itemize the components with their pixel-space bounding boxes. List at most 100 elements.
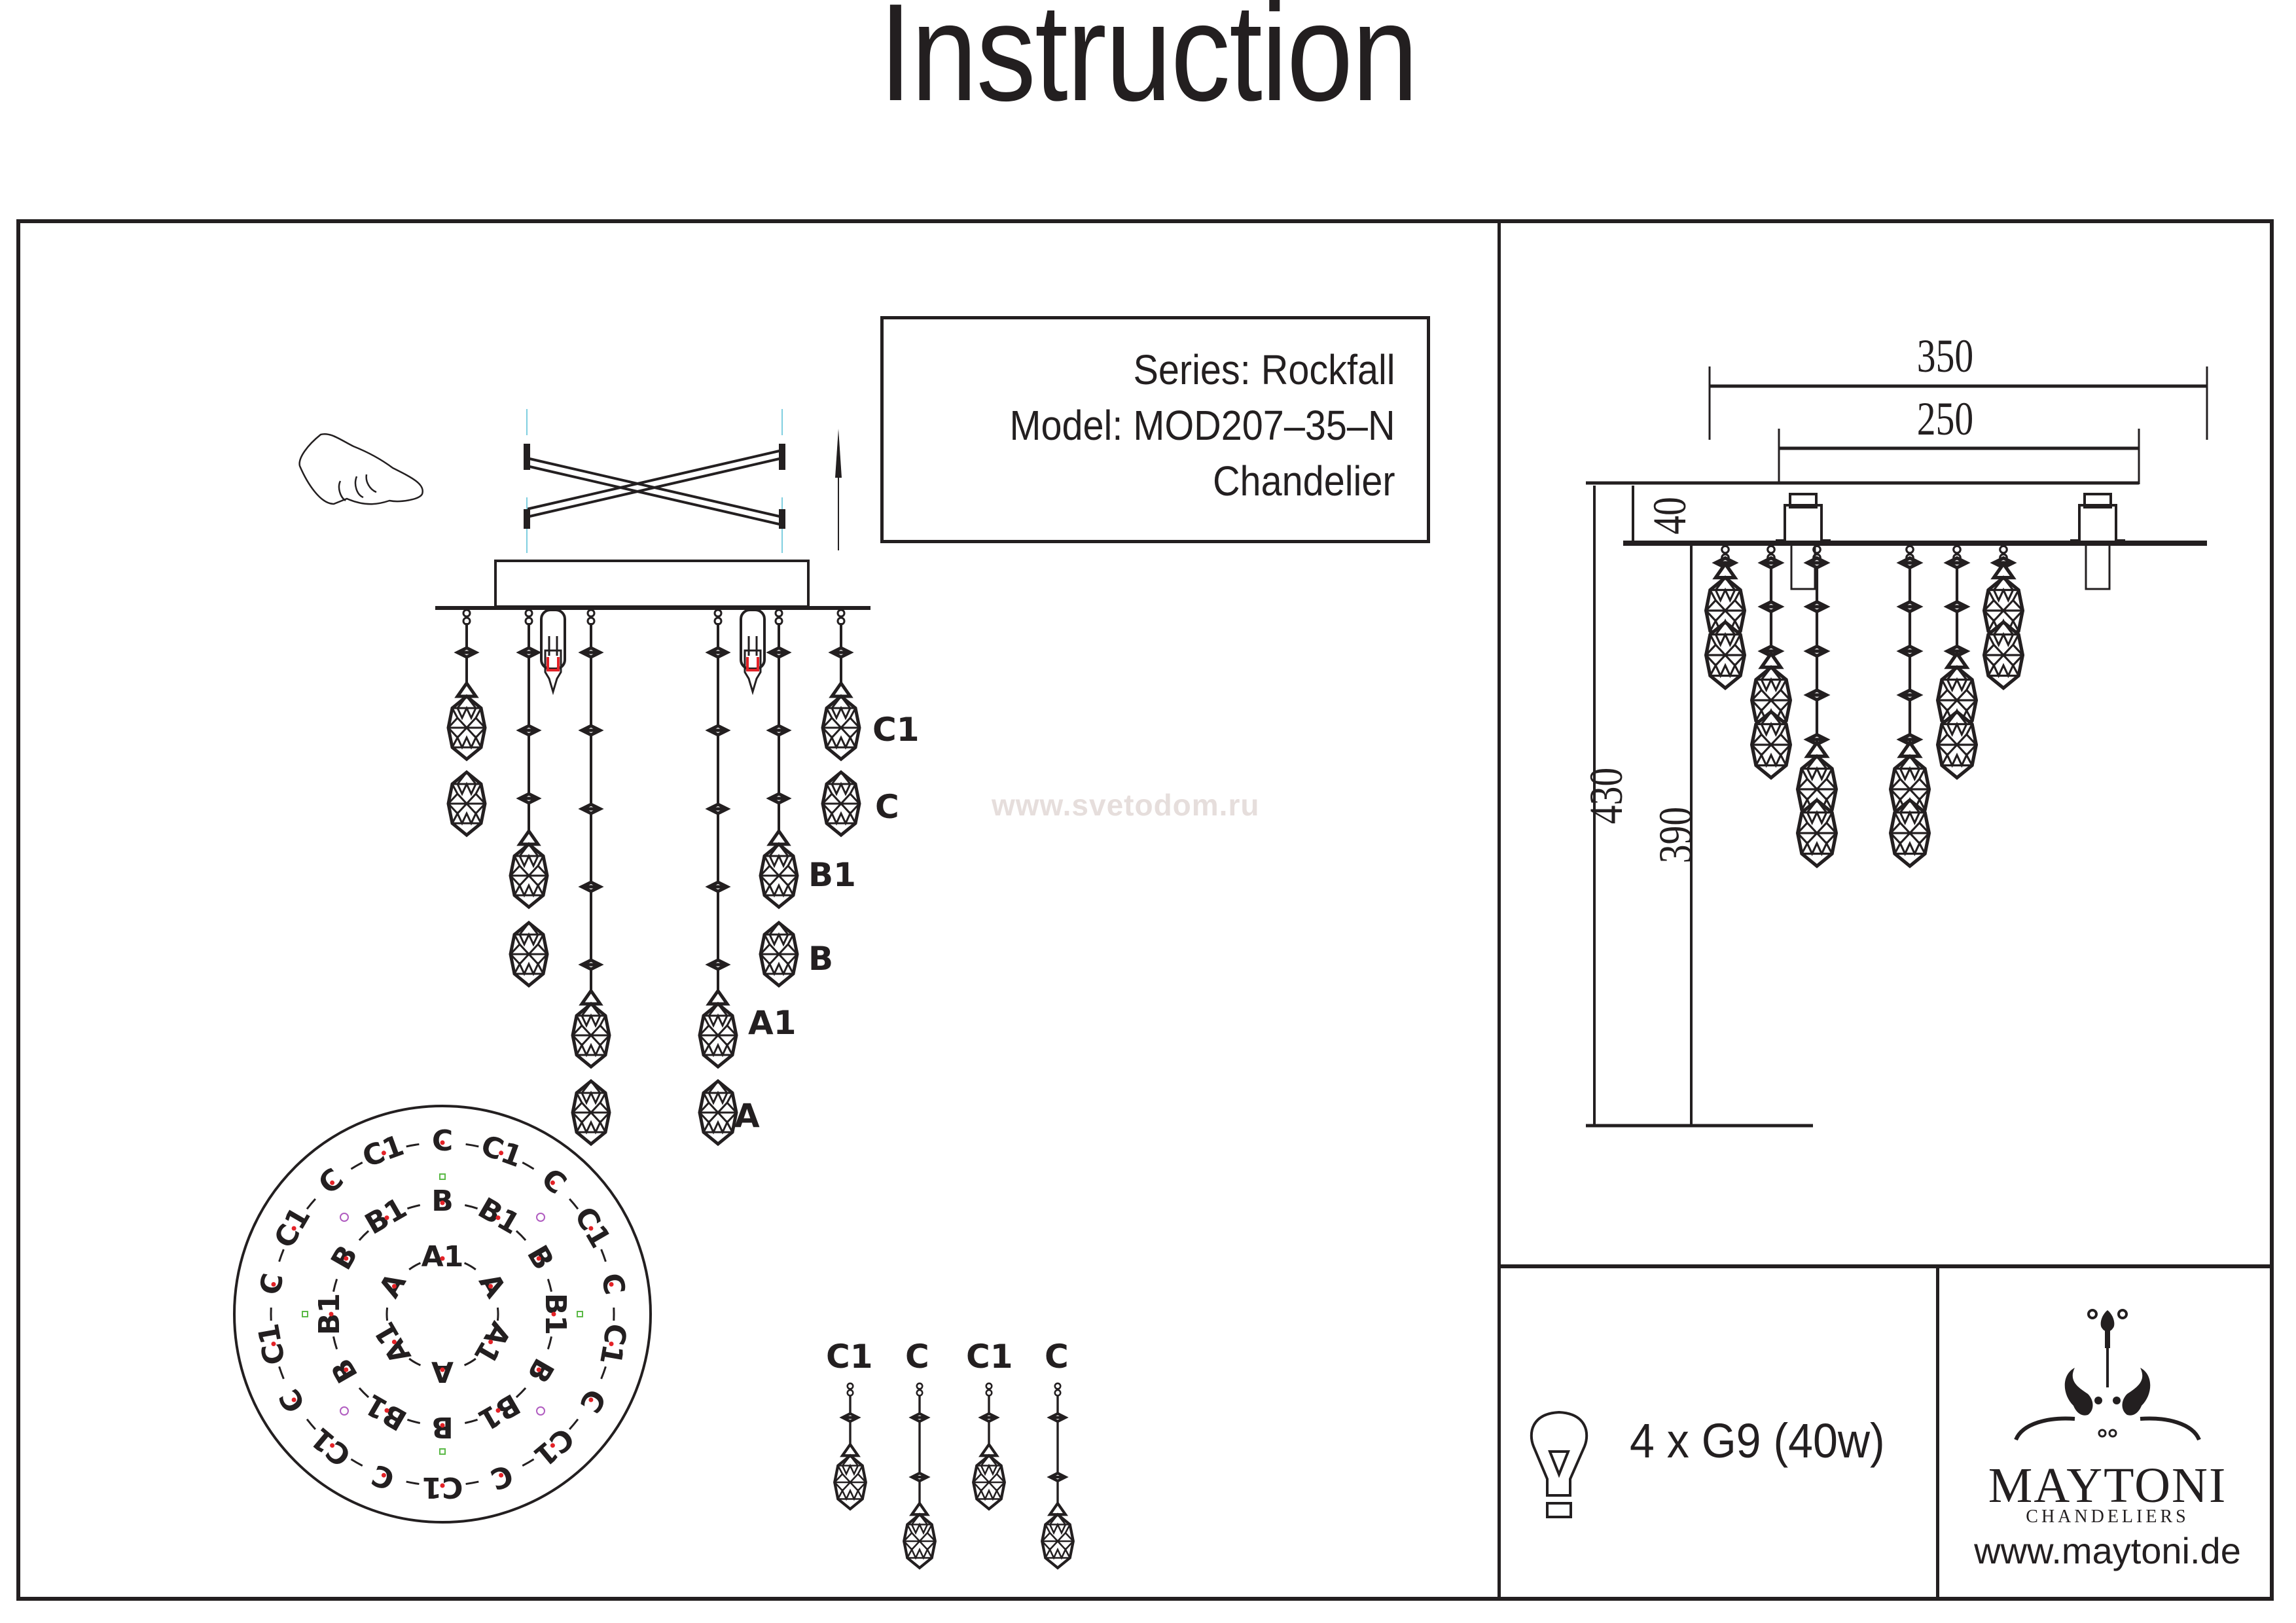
crystal: [834, 1455, 866, 1509]
canopy-box: [494, 560, 810, 608]
position-dot: [488, 1340, 493, 1344]
bead: [582, 648, 600, 657]
socket-bracket: [2070, 504, 2125, 542]
bead: [582, 726, 600, 735]
bead: [709, 882, 727, 891]
g9-bulb: [744, 649, 762, 696]
position-dot: [291, 1397, 296, 1402]
ring-connector: [600, 1366, 607, 1380]
position-dot: [440, 1256, 445, 1261]
screw: [524, 444, 530, 470]
ring-connector: [278, 1249, 285, 1262]
position-dot: [499, 1472, 504, 1478]
crystal: [973, 1455, 1005, 1509]
drawing-frame: [16, 219, 2274, 1601]
screw: [524, 509, 530, 529]
bead: [842, 1414, 858, 1421]
ring-connector: [358, 1230, 370, 1241]
hook: [774, 609, 783, 626]
bead: [832, 648, 850, 657]
ring-connector: [332, 1278, 338, 1293]
crystal: [511, 844, 547, 907]
position-dot: [291, 1226, 296, 1231]
ring-connector: [522, 1161, 535, 1170]
marker-square: [577, 1311, 583, 1317]
marker-circle: [340, 1406, 349, 1416]
crystal: [761, 923, 797, 986]
crystal: [823, 696, 859, 759]
bead: [520, 794, 538, 803]
brand-url[interactable]: www.maytoni.de: [1974, 1530, 2241, 1571]
position-dot: [588, 1397, 594, 1402]
bead: [1807, 690, 1826, 700]
front-label-c1: C1: [872, 711, 920, 749]
g9-bulb: [544, 649, 562, 696]
position-dot: [499, 1150, 504, 1156]
marker-circle: [536, 1213, 545, 1222]
position-dot: [495, 1215, 501, 1221]
panel-divider-vertical: [1498, 219, 1501, 1601]
ring-connector: [496, 1307, 499, 1321]
hook: [462, 609, 471, 626]
bead: [1050, 1473, 1066, 1481]
ring-connector: [406, 1480, 420, 1486]
detail-label-c1-2: C1: [966, 1338, 1013, 1376]
crystal: [448, 696, 485, 759]
position-dot: [551, 1311, 556, 1317]
front-label-a: A: [734, 1097, 760, 1135]
position-dot: [440, 1200, 445, 1205]
position-dot: [536, 1256, 541, 1261]
ring-connector: [406, 1418, 421, 1424]
ring-connector: [350, 1161, 363, 1170]
position-dot: [609, 1341, 614, 1346]
marker-circle: [340, 1213, 349, 1222]
panel-divider-horizontal: [1498, 1264, 2274, 1268]
ring-connector: [463, 1357, 476, 1366]
crystal: [1891, 800, 1929, 866]
bead: [1761, 558, 1780, 568]
crystal: [511, 923, 547, 986]
marker-square: [439, 1448, 446, 1455]
front-label-a1: A1: [748, 1004, 797, 1042]
brand-name: MAYTONI: [1988, 1458, 2227, 1513]
detail-label-c1-1: C1: [826, 1338, 873, 1376]
ring-connector: [569, 1418, 579, 1430]
ring-connector: [406, 1204, 421, 1210]
type-label: Chandelier: [1213, 457, 1395, 505]
bead: [709, 960, 727, 969]
ring-connector: [306, 1198, 316, 1210]
position-dot: [381, 1472, 386, 1478]
position-dot: [271, 1282, 276, 1287]
position-dot: [440, 1483, 445, 1488]
position-dot: [271, 1341, 276, 1346]
position-dot: [391, 1340, 397, 1344]
hook: [836, 609, 846, 626]
screw: [779, 509, 785, 529]
socket-cap: [2083, 493, 2112, 508]
ring-connector: [358, 1387, 370, 1399]
crystal: [1042, 1514, 1073, 1568]
ring-connector: [465, 1480, 479, 1486]
front-label-b: B: [808, 940, 834, 978]
position-dot: [440, 1423, 445, 1428]
arrow-up-icon: [835, 429, 842, 478]
marker-square: [302, 1311, 308, 1317]
bulb-filament: [547, 657, 560, 671]
panel-divider-footer: [1936, 1264, 1939, 1601]
position-dot: [440, 1140, 445, 1145]
crystal: [448, 772, 485, 835]
crystal: [1798, 800, 1837, 866]
bead: [981, 1414, 997, 1421]
bead: [1900, 647, 1919, 656]
front-view-drawing: [435, 409, 870, 1144]
position-dot: [330, 1180, 335, 1185]
bulb-spec: 4 x G9 (40w): [1630, 1414, 1885, 1468]
ring-connector: [515, 1387, 527, 1399]
ring-connector: [464, 1418, 478, 1424]
bead: [1900, 690, 1919, 700]
position-dot: [381, 1150, 386, 1156]
series-label: Series: Rockfall: [1133, 346, 1395, 393]
position-dot: [609, 1282, 614, 1287]
dimension-canopy-height: 40: [1643, 497, 1696, 535]
crystal: [1752, 712, 1791, 778]
